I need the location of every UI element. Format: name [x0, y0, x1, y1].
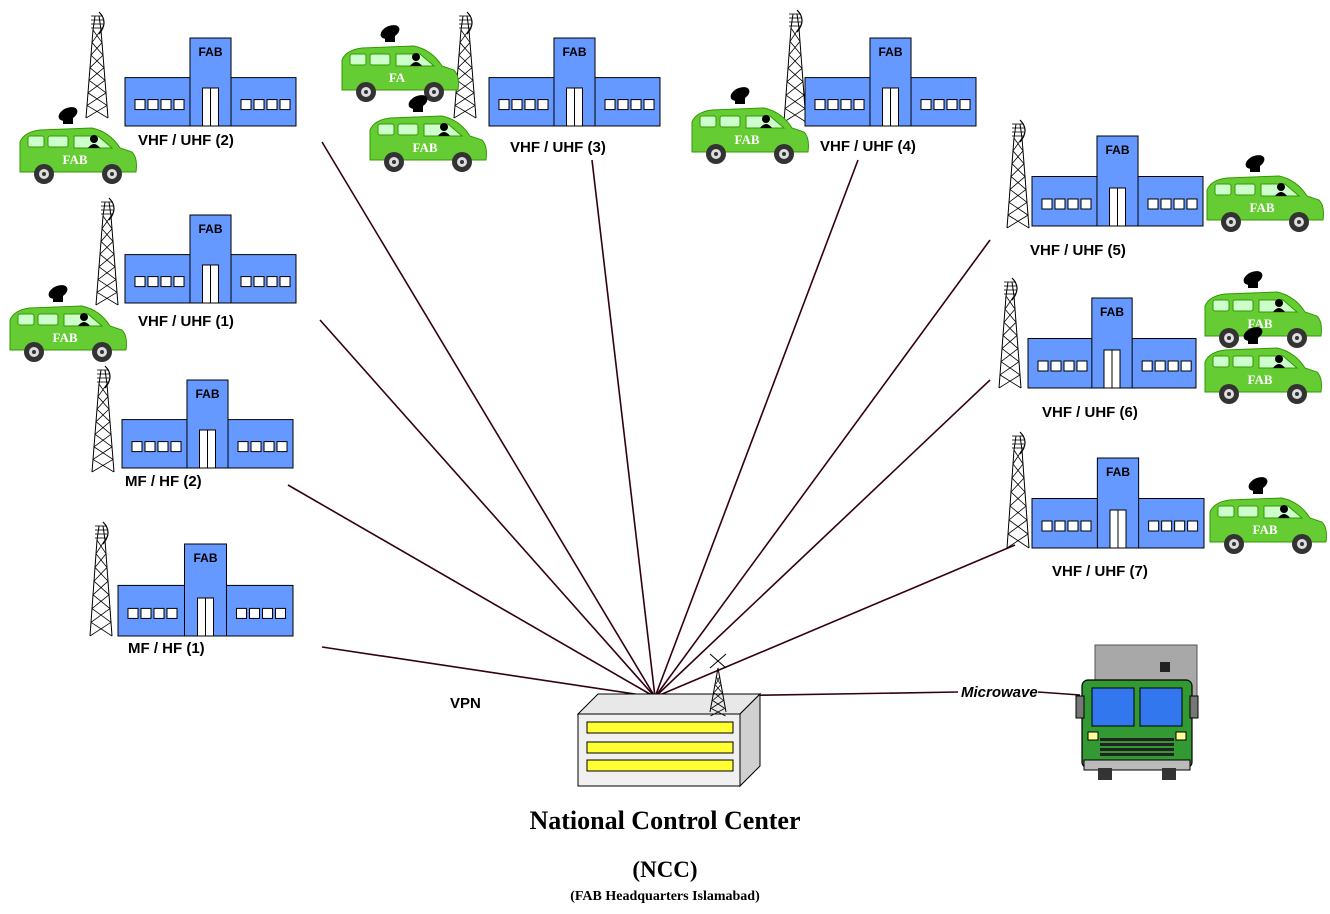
center-location: (FAB Headquarters Islamabad)	[570, 889, 760, 904]
station-label-vhf-uhf-5: VHF / UHF (5)	[1030, 242, 1126, 259]
building-icon: FAB	[1031, 135, 1204, 227]
building-label: FAB	[879, 45, 903, 59]
building-icon: FAB	[1031, 457, 1205, 549]
satellite-car-icon: FAB	[1204, 327, 1322, 404]
radio-tower-icon	[998, 277, 1022, 389]
station-label-vhf-uhf-1: VHF / UHF (1)	[138, 313, 234, 330]
building-label: FAB	[199, 45, 223, 59]
station-label-vhf-uhf-4: VHF / UHF (4)	[820, 138, 916, 155]
satellite-car-icon: FAB	[369, 95, 487, 172]
building-label: FAB	[1106, 465, 1130, 479]
building-label: FAB	[196, 387, 220, 401]
link-line	[287, 484, 656, 698]
center-title: National Control Center	[529, 806, 801, 835]
station-label-vhf-uhf-3: VHF / UHF (3)	[510, 139, 606, 156]
towers	[85, 9, 1030, 637]
buildings: FAB FAB FAB FAB FAB FAB FAB FAB FAB	[117, 37, 1205, 637]
radio-tower-icon	[1006, 431, 1030, 549]
building-icon: FAB	[1027, 297, 1197, 389]
vehicle-label: FAB	[1247, 372, 1272, 387]
vehicle-label: FAB	[1247, 316, 1272, 331]
vehicle-label: FAB	[1252, 522, 1277, 537]
link-line	[321, 141, 656, 698]
building-icon: FAB	[124, 214, 297, 304]
link-line	[319, 319, 656, 698]
building-label: FAB	[1106, 143, 1130, 157]
station-label-vhf-uhf-7: VHF / UHF (7)	[1052, 563, 1148, 580]
link-line	[654, 159, 859, 698]
building-icon: FAB	[121, 379, 294, 469]
station-label-vhf-uhf-2: VHF / UHF (2)	[138, 132, 234, 149]
building-icon: FAB	[804, 37, 977, 127]
center-abbrev: (NCC)	[632, 857, 698, 882]
satellite-car-icon: FAB	[691, 87, 809, 164]
radio-tower-icon	[89, 521, 113, 637]
satellite-car-icon: FAB	[1209, 477, 1327, 554]
vehicle-label: FA	[389, 70, 406, 85]
link-line	[654, 544, 1016, 698]
microwave-link-line	[1037, 691, 1081, 696]
radio-tower-icon	[453, 11, 477, 119]
satellite-car-icon: FAB	[1206, 155, 1324, 232]
server-icon	[576, 653, 762, 788]
building-icon: FAB	[124, 37, 297, 127]
vehicle-label: FAB	[734, 132, 759, 147]
building-label: FAB	[194, 551, 218, 565]
vehicle-label: FAB	[1249, 200, 1274, 215]
radio-tower-icon	[95, 197, 119, 306]
radio-tower-icon	[1006, 119, 1030, 229]
building-icon: FAB	[117, 543, 294, 637]
satellite-car-icon: FAB	[1204, 271, 1322, 348]
station-label-mf-hf-2: MF / HF (2)	[125, 473, 202, 490]
vpn-label: VPN	[450, 695, 481, 712]
station-label-mf-hf-1: MF / HF (1)	[128, 640, 205, 657]
building-label: FAB	[199, 222, 223, 236]
microwave-label: Microwave	[961, 684, 1038, 701]
station-label-vhf-uhf-6: VHF / UHF (6)	[1042, 404, 1138, 421]
link-line	[591, 159, 656, 698]
link-line	[321, 646, 656, 698]
building-label: FAB	[563, 45, 587, 59]
vehicle-label: FAB	[412, 140, 437, 155]
building-label: FAB	[1100, 305, 1124, 319]
satellite-car-icon: FA	[341, 25, 459, 102]
vehicle-label: FAB	[52, 330, 77, 345]
satellite-car-icon: FAB	[9, 285, 127, 362]
vehicle-label: FAB	[62, 152, 87, 167]
link-line	[654, 379, 991, 698]
radio-tower-icon	[91, 365, 115, 473]
link-line	[654, 239, 991, 698]
building-icon: FAB	[488, 37, 661, 127]
vehicles: FAB FA FAB FAB FAB FAB FAB FAB FAB	[9, 25, 1327, 554]
radio-tower-icon	[783, 9, 807, 123]
radio-tower-icon	[85, 11, 109, 119]
link-lines	[287, 141, 1081, 698]
satellite-car-icon: FAB	[19, 107, 137, 184]
microwave-truck-icon	[1075, 644, 1199, 780]
